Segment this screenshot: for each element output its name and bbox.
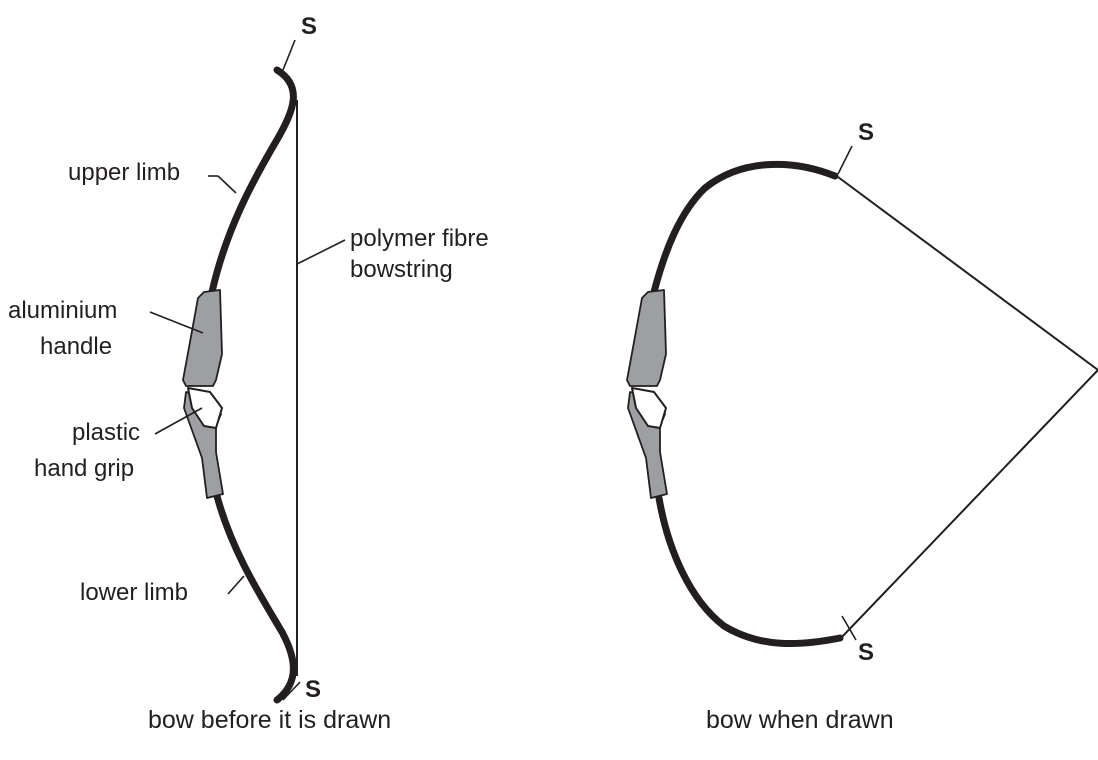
left-labels: S upper limb polymer fibre bowstring alu… <box>8 13 489 703</box>
drawn-bowstring <box>837 176 1098 640</box>
s-label-bottom-left: S <box>305 676 321 703</box>
grip-label-line1: plastic <box>72 419 140 446</box>
right-labels: S S <box>837 119 874 666</box>
undrawn-bow <box>182 66 298 704</box>
upper-limb-label: upper limb <box>68 159 180 186</box>
plastic-hand-grip <box>187 387 223 429</box>
s-label-top-right: S <box>858 119 874 146</box>
handle-label-line2: handle <box>40 333 112 360</box>
handle-label-line1: aluminium <box>8 297 117 324</box>
s-label-bottom-right: S <box>858 639 874 666</box>
drawn-upper-limb <box>650 160 839 296</box>
drawn-bow <box>626 160 1098 648</box>
caption-drawn: bow when drawn <box>706 706 894 734</box>
bowstring-label-line2: bowstring <box>350 256 453 283</box>
drawn-lower-limb <box>655 494 844 648</box>
lower-limb <box>213 492 297 704</box>
upper-limb <box>208 66 297 296</box>
s-label-top-left: S <box>301 13 317 40</box>
caption-undrawn: bow before it is drawn <box>148 706 391 734</box>
lower-limb-label: lower limb <box>80 579 188 606</box>
bowstring-label-line1: polymer fibre <box>350 225 489 252</box>
grip-label-line2: hand grip <box>34 455 134 482</box>
drawn-plastic-hand-grip <box>631 387 667 429</box>
